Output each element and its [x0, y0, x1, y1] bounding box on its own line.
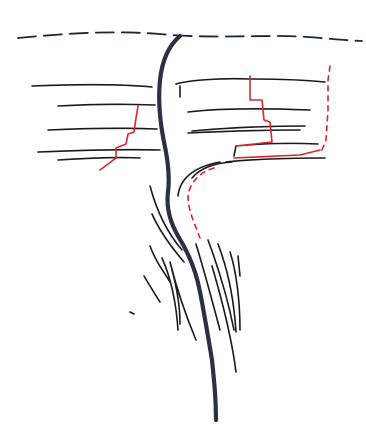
- canvas-background: [0, 0, 366, 445]
- fault-sketch-diagram: [0, 0, 366, 445]
